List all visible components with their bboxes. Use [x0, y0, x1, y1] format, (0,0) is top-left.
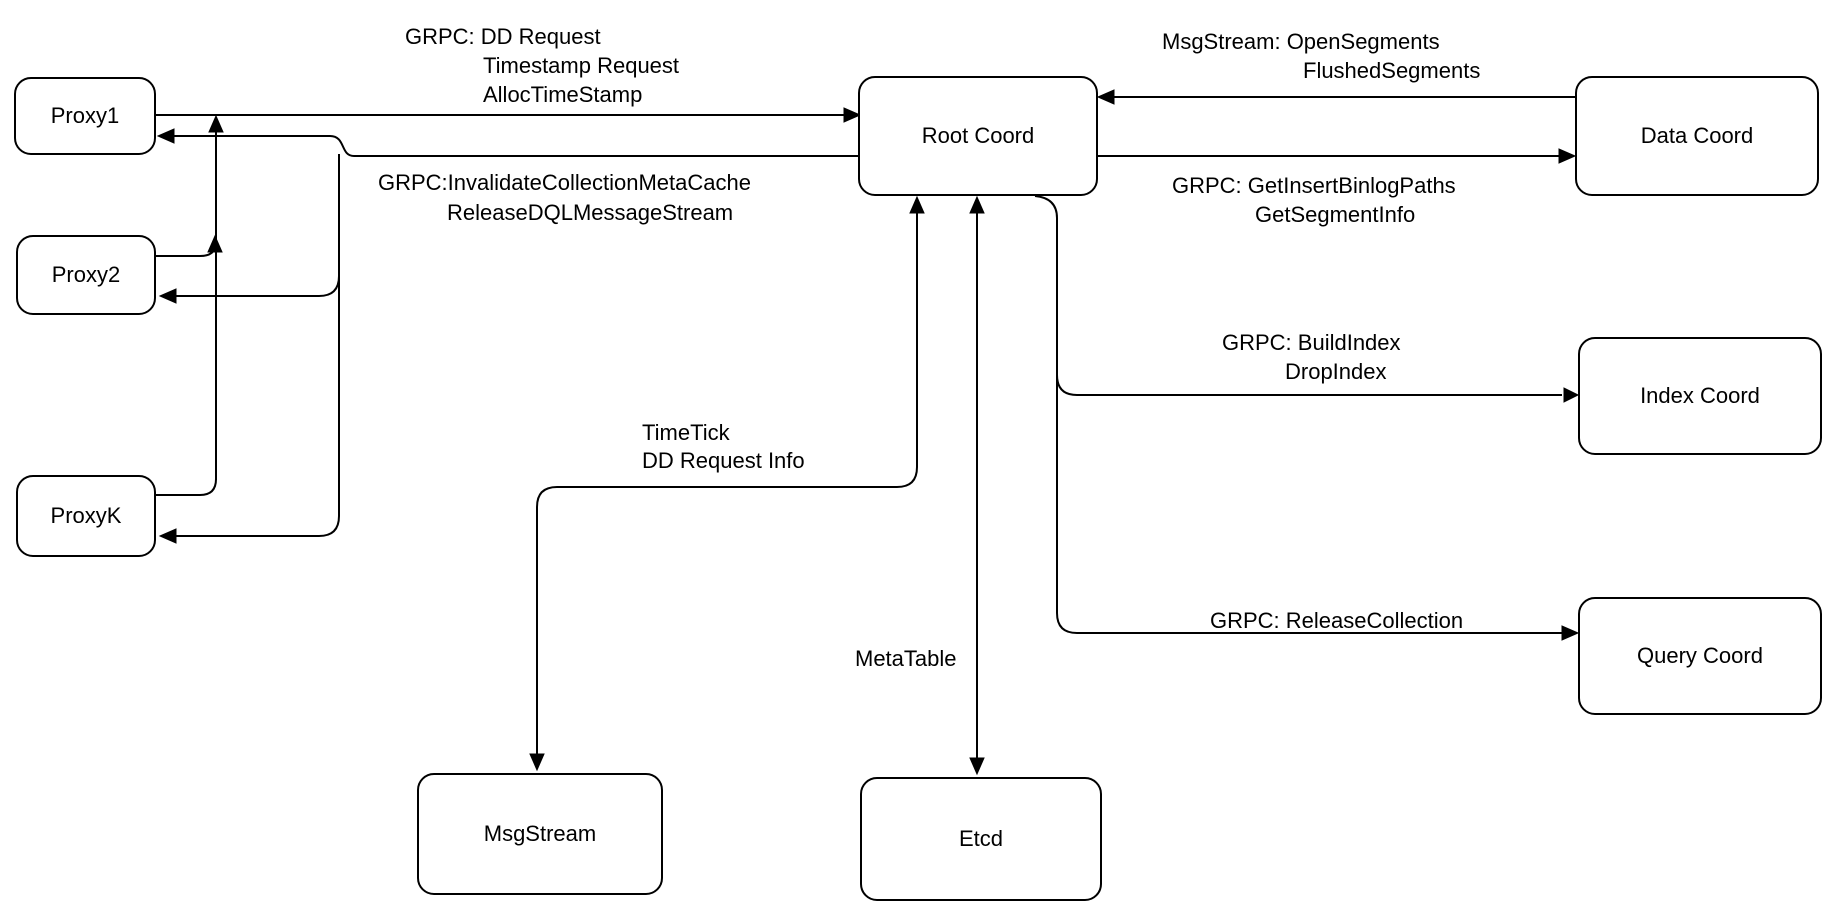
node-etcd-label: Etcd [958, 826, 1004, 851]
arrowhead-into-root-bottom-right [969, 195, 985, 214]
node-root-coord: Root Coord [858, 76, 1098, 196]
arrowhead-into-query [1561, 625, 1580, 641]
edge-label-line: DD Request Info [642, 448, 805, 473]
node-data-coord: Data Coord [1575, 76, 1819, 196]
edge-root-to-index-branch [1056, 374, 1562, 396]
edge-root-msgstream-line [536, 213, 918, 754]
edge-label-line: GRPC: DD Request [405, 24, 601, 49]
arrowhead-into-root-right [1096, 89, 1115, 105]
node-index-coord-label: Index Coord [1640, 383, 1760, 408]
edge-root-return-trunk [174, 154, 340, 537]
edge-label-line: TimeTick [642, 420, 730, 445]
edge-label-line: ReleaseDQLMessageStream [447, 200, 734, 225]
edge-label-line: AllocTimeStamp [483, 82, 643, 107]
edge-label-root-to-etcd: MetaTable [855, 644, 957, 673]
node-proxy2-label: Proxy2 [51, 262, 121, 287]
edge-root-to-proxy1-line [172, 135, 858, 157]
edge-label-line: MsgStream: OpenSegments [1162, 29, 1440, 54]
node-query-coord: Query Coord [1578, 597, 1822, 715]
edge-root-to-query-line [1034, 195, 1562, 634]
arrowhead-into-proxy2 [158, 288, 177, 304]
edge-label-root-to-data: GRPC: GetInsertBinlogPaths GetSegmentInf… [1172, 171, 1456, 229]
edge-label-line: GRPC: ReleaseCollection [1210, 608, 1464, 633]
arrowhead-into-msgstream [529, 753, 545, 772]
node-proxy1: Proxy1 [14, 77, 156, 155]
node-proxyk: ProxyK [16, 475, 156, 557]
node-data-coord-label: Data Coord [1640, 123, 1754, 148]
arrowhead-into-proxy1 [156, 128, 175, 144]
node-msgstream: MsgStream [417, 773, 663, 895]
edge-label-line: Timestamp Request [483, 53, 680, 78]
node-msgstream-label: MsgStream [483, 821, 597, 846]
edge-return-branch-proxy2 [174, 275, 340, 297]
arrowhead-into-etcd [969, 757, 985, 776]
arrowhead-into-data [1558, 148, 1577, 164]
edge-label-line: GRPC:InvalidateCollectionMetaCache [378, 170, 751, 195]
node-proxy1-label: Proxy1 [50, 103, 120, 128]
arrowhead-into-root-bottom-left [909, 195, 925, 214]
edge-label-line: MetaTable [855, 646, 957, 671]
arrowhead-trunk-top-up [208, 114, 224, 133]
arrowhead-proxy2-merge-up [207, 234, 223, 253]
edge-label-proxies-to-root: GRPC: DD Request Timestamp Request Alloc… [405, 22, 679, 109]
edge-label-data-to-root: MsgStream: OpenSegments FlushedSegments [1162, 27, 1480, 85]
edge-label-root-to-index: GRPC: BuildIndex DropIndex [1222, 328, 1401, 386]
edge-label-line: FlushedSegments [1303, 58, 1481, 83]
edge-label-line: GetSegmentInfo [1255, 202, 1416, 227]
arrowhead-into-proxyk [158, 528, 177, 544]
edge-label-root-to-query: GRPC: ReleaseCollection [1210, 606, 1463, 635]
node-proxyk-label: ProxyK [50, 503, 122, 528]
edge-label-root-to-msgstream: TimeTick DD Request Info [642, 419, 805, 475]
edge-label-line: GRPC: BuildIndex [1222, 330, 1401, 355]
edge-label-root-to-proxies: GRPC:InvalidateCollectionMetaCache Relea… [378, 168, 751, 228]
edge-label-line: DropIndex [1285, 359, 1387, 384]
arrowhead-into-root-left [843, 107, 862, 123]
node-proxy2: Proxy2 [16, 235, 156, 315]
node-index-coord: Index Coord [1578, 337, 1822, 455]
arrowhead-into-index [1563, 387, 1580, 403]
node-query-coord-label: Query Coord [1637, 643, 1763, 668]
node-root-coord-label: Root Coord [921, 123, 1035, 148]
edge-proxy2-out-branch [156, 245, 216, 257]
node-etcd: Etcd [860, 777, 1102, 901]
edge-proxyk-out-branch [156, 478, 217, 496]
edge-label-line: GRPC: GetInsertBinlogPaths [1172, 173, 1456, 198]
